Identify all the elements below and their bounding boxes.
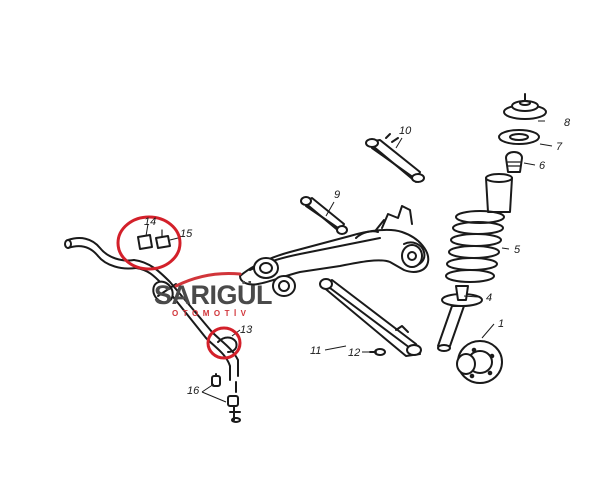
stabilizer-bushing-14	[137, 234, 153, 250]
callout-13: 13	[240, 324, 253, 336]
callout-14: 14	[144, 216, 156, 228]
logo-main-text: SARIGÜL	[154, 280, 272, 310]
callout-1: 1	[498, 318, 504, 330]
coil-spring-5	[445, 210, 505, 283]
logo-swoosh	[174, 272, 242, 288]
callout-11: 11	[310, 345, 321, 357]
wheel-hub-1	[456, 340, 503, 384]
bolt-12	[369, 348, 386, 356]
bump-stop-6	[505, 151, 523, 173]
leader-lines	[145, 120, 553, 403]
logo-sub-text: OTOMOTİV	[172, 309, 251, 318]
shock-absorber-4	[437, 285, 483, 352]
trailing-arm	[239, 205, 430, 286]
sarigul-logo: SARIGÜL OTOMOTİV	[154, 272, 273, 318]
highlight-circle-clamp	[206, 326, 242, 360]
callout-12: 12	[348, 347, 360, 359]
highlight-marks	[116, 215, 242, 360]
upper-link-9	[300, 196, 348, 235]
callout-15: 15	[180, 228, 193, 240]
stabilizer-bushing-15	[155, 229, 171, 249]
trailing-arm-bushing	[272, 275, 296, 297]
strut-bearing-7	[498, 129, 540, 145]
callout-4: 4	[486, 292, 492, 304]
upper-arm-10	[365, 133, 425, 183]
callout-8: 8	[564, 117, 571, 129]
callout-10: 10	[399, 125, 412, 137]
stabilizer-link-16	[211, 373, 241, 423]
stabilizer-clamp-13	[217, 336, 238, 353]
callout-6: 6	[539, 160, 546, 172]
strut-mount-8	[503, 93, 547, 120]
callout-16: 16	[187, 385, 200, 397]
lower-arm-11	[319, 278, 422, 357]
callout-7: 7	[556, 141, 563, 153]
dust-boot	[485, 173, 513, 213]
callout-9: 9	[334, 189, 340, 201]
callout-5: 5	[514, 244, 521, 256]
callout-labels: 1 4 5 6 7 8 9 10 11 12 13 14 15 16	[144, 117, 571, 397]
highlight-circle-bushings	[116, 215, 182, 271]
